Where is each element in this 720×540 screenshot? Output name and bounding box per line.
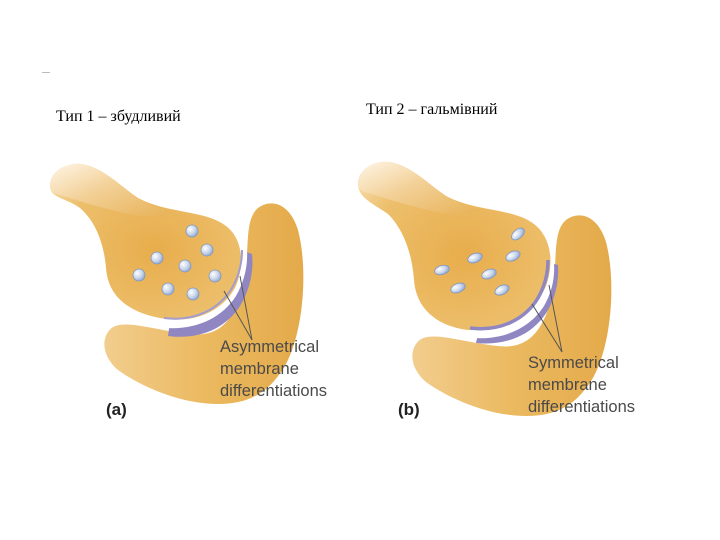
vesicle xyxy=(178,259,192,273)
postsynaptic-cell-b xyxy=(412,215,612,416)
label-b-line-3: differentiations xyxy=(528,398,635,416)
panel-b: Symmetrical membrane differentiations (b… xyxy=(358,161,635,419)
vesicle xyxy=(200,243,214,257)
vesicle xyxy=(185,224,199,238)
vesicle xyxy=(186,287,200,301)
caption-type-2: Тип 2 – гальмівний xyxy=(366,101,498,118)
axon-highlight-b xyxy=(358,161,482,214)
label-a-line-3: differentiations xyxy=(220,382,327,400)
corner-mark xyxy=(42,72,50,73)
membrane-label-a: Asymmetrical membrane differentiations xyxy=(220,338,327,400)
vesicle xyxy=(494,284,510,296)
vesicle xyxy=(208,269,222,283)
panel-letter-b: (b) xyxy=(398,400,420,419)
caption-type-1: Тип 1 – збудливий xyxy=(56,108,181,125)
postsynaptic-cell-a xyxy=(104,203,304,404)
pointer-line-b-2 xyxy=(548,284,563,353)
presynaptic-membrane-a xyxy=(163,249,243,320)
postsynaptic-density-a xyxy=(168,252,253,337)
axon-highlight-a xyxy=(50,163,174,216)
presynaptic-membrane-b xyxy=(469,259,550,331)
label-b-line-1: Symmetrical xyxy=(528,354,619,372)
panel-a: Asymmetrical membrane differentiations (… xyxy=(50,163,327,419)
vesicle xyxy=(481,268,497,280)
pointer-line-a-2 xyxy=(239,275,253,341)
vesicle xyxy=(511,227,525,241)
label-a-line-2: membrane xyxy=(220,360,299,378)
vesicle xyxy=(161,282,175,296)
label-b-line-2: membrane xyxy=(528,376,607,394)
membrane-label-b: Symmetrical membrane differentiations xyxy=(528,354,635,416)
vesicle xyxy=(132,268,146,282)
label-a-line-1: Asymmetrical xyxy=(220,338,319,356)
pointer-line-a-1 xyxy=(223,290,253,341)
panel-letter-a: (a) xyxy=(106,400,127,419)
vesicle xyxy=(434,264,450,276)
vesicle xyxy=(450,282,466,294)
vesicles-round-a xyxy=(132,224,222,301)
vesicle xyxy=(150,251,164,265)
vesicles-flat-b xyxy=(434,227,525,296)
vesicle xyxy=(505,250,521,262)
pointer-line-b-1 xyxy=(531,303,563,353)
vesicle xyxy=(467,252,483,264)
